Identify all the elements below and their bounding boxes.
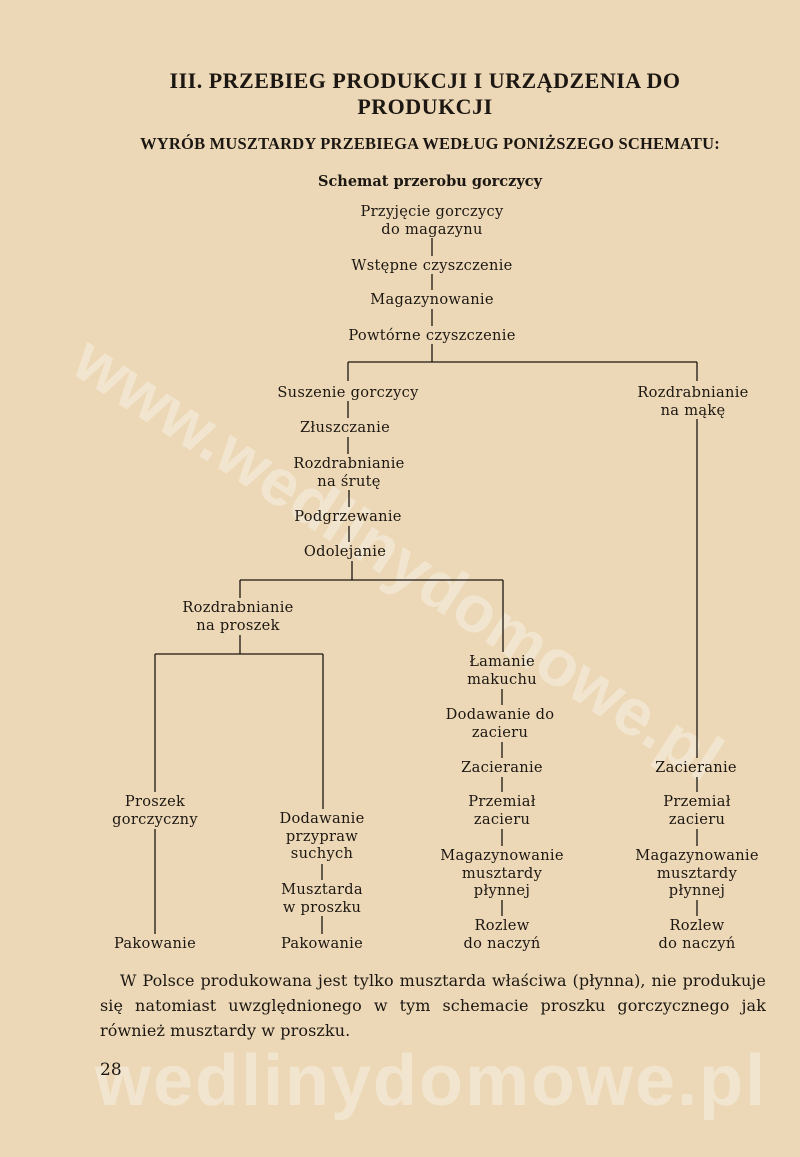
node-wstepne-czyszczenie: Wstępne czyszczenie bbox=[351, 257, 513, 274]
node-pakowanie-b: Pakowanie bbox=[280, 935, 364, 952]
node-zacieranie-b: Zacieranie bbox=[655, 759, 737, 776]
chapter-heading-line1: III. PRZEBIEG PRODUKCJI I URZĄDZENIA DO bbox=[169, 68, 681, 93]
node-zacieranie-a: Zacieranie bbox=[461, 759, 543, 776]
schema-title: Schemat przerobu gorczycy bbox=[317, 173, 543, 190]
node-zluszczanie: Złuszczanie bbox=[299, 419, 391, 436]
page-number: 28 bbox=[100, 1060, 122, 1080]
body-paragraph: W Polsce produkowana jest tylko musztard… bbox=[100, 971, 766, 1040]
section-subtitle: WYRÓB MUSZTARDY PRZEBIEGA WEDŁUG PONIŻSZ… bbox=[140, 134, 720, 153]
node-suszenie: Suszenie gorczycy bbox=[277, 384, 419, 401]
node-magazynowanie: Magazynowanie bbox=[370, 291, 494, 308]
node-pakowanie-a: Pakowanie bbox=[113, 935, 197, 952]
node-odolejanie: Odolejanie bbox=[303, 543, 387, 560]
node-podgrzewanie: Podgrzewanie bbox=[294, 508, 402, 525]
chapter-heading-line2: PRODUKCJI bbox=[357, 94, 493, 119]
node-powtorne-czyszczenie: Powtórne czyszczenie bbox=[348, 327, 516, 344]
